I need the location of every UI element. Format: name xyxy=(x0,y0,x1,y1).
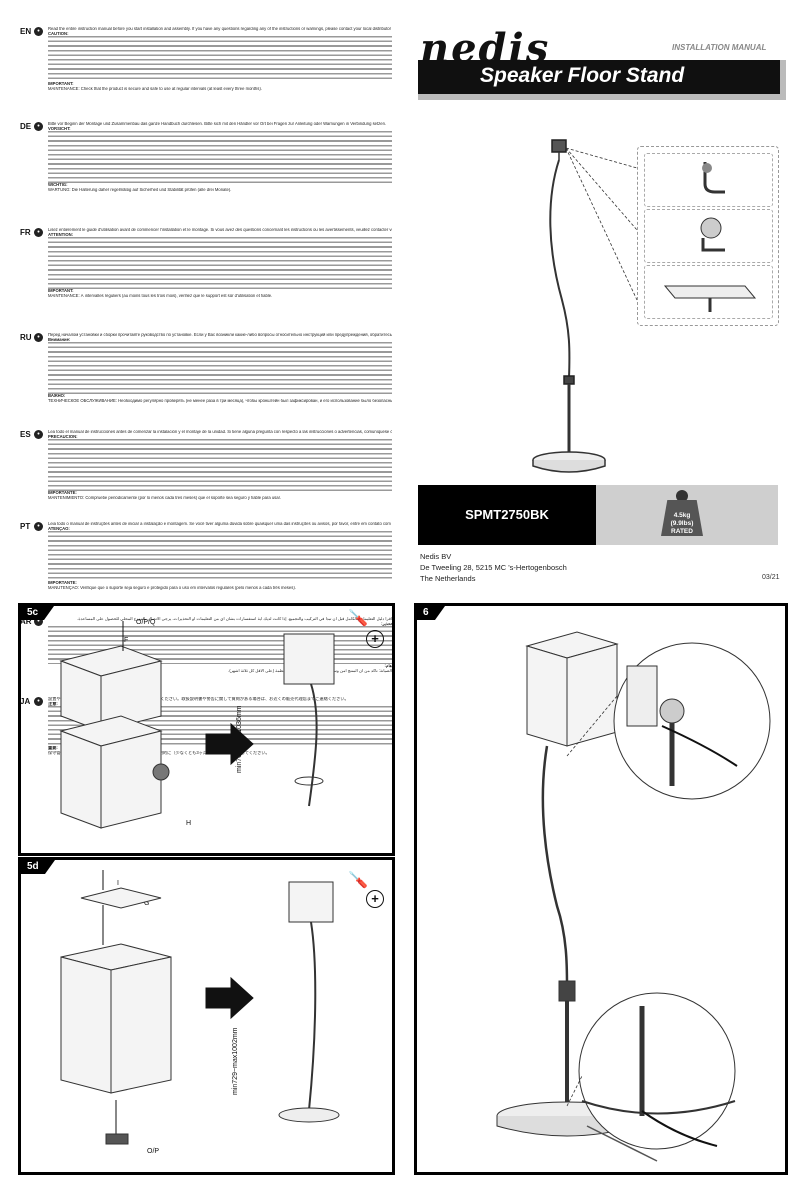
globe-icon: • xyxy=(34,333,43,342)
company-name: Nedis BV xyxy=(420,552,452,561)
detail-bracket-top xyxy=(644,153,773,207)
lang-lead: Lea todo el manual de instrucciones ante… xyxy=(48,430,392,434)
lang-caution: ATENÇÃO: xyxy=(48,526,70,531)
globe-icon: • xyxy=(34,430,43,439)
instruction-lines xyxy=(48,531,392,582)
lang-lead: 設置や組み立てを始める前に、すべての取扱説明書をお読みください。取扱説明書や警告… xyxy=(48,697,349,701)
step-label: 5d xyxy=(21,860,55,874)
product-illustration xyxy=(532,139,638,473)
lang-important: ВАЖНО: xyxy=(48,394,66,399)
globe-icon: • xyxy=(34,27,43,36)
lang-caution: 注意: xyxy=(48,701,58,706)
step-label: 6 xyxy=(417,606,444,620)
lang-caution: PRECAUCIÓN: xyxy=(48,434,78,439)
lang-important: هام: xyxy=(384,664,392,669)
part-label: F xyxy=(124,637,129,644)
detail-bracket-knob xyxy=(644,209,773,263)
lang-maintenance: MAINTENANCE: À intervalles réguliers (au… xyxy=(48,293,273,298)
lang-important: IMPORTANTE: xyxy=(48,491,77,496)
model-banner: SPMT2750BK 4.5kg (9.9lbs) RATED xyxy=(418,485,778,545)
lang-code: EN xyxy=(20,27,32,36)
lang-important: 重要: xyxy=(48,746,58,751)
lang-code: ES xyxy=(20,430,31,439)
globe-icon: • xyxy=(34,228,43,237)
plate-icon xyxy=(663,285,757,312)
detail-plate xyxy=(644,265,773,319)
lang-important: IMPORTANT: xyxy=(48,289,74,294)
lang-block-es: ES • Lea todo el manual de instrucciones… xyxy=(20,430,392,514)
street-address: De Tweeling 28, 5215 MC 's-Hertogenbosch xyxy=(420,563,567,572)
lang-code: DE xyxy=(20,122,32,131)
weight-kg: 4.5kg xyxy=(673,512,691,519)
part-label: O/P/Q xyxy=(136,619,156,626)
lang-block-en: EN • Read the entire instruction manual … xyxy=(20,27,392,105)
lang-important: IMPORTANTE: xyxy=(48,581,77,586)
step-5c-illustration xyxy=(59,621,335,829)
lang-important: IMPORTANT: xyxy=(48,82,74,87)
lang-lead: Leia todo o manual de instruções antes d… xyxy=(48,522,392,526)
step-5d-frame: 5d 🪛 + I G O/P min729~max1002mm xyxy=(18,857,395,1175)
lang-code: RU xyxy=(20,333,32,342)
step-6-frame: 6 xyxy=(414,603,788,1175)
model-number: SPMT2750BK xyxy=(465,507,549,522)
globe-icon: • xyxy=(34,122,43,131)
weight-label: RATED xyxy=(671,528,693,535)
lang-caution: ATTENTION: xyxy=(48,232,74,237)
lang-maintenance: MANTENIMIENTO: Compruebe periódicamente … xyxy=(48,495,281,500)
knob-icon xyxy=(700,217,725,252)
lang-block-pt: PT • Leia todo o manual de instruções an… xyxy=(20,522,392,604)
bracket-icon xyxy=(702,162,725,194)
part-label: I xyxy=(117,880,119,887)
print-date: 03/21 xyxy=(762,574,780,581)
step-5c-frame: 5c 🪛 + O/P/Q F H min763~max1036mm xyxy=(18,603,395,856)
lang-maintenance: WARTUNG: Die Halterung daher regelmäßig … xyxy=(48,187,232,192)
manufacturer-address: Nedis BV De Tweeling 28, 5215 MC 's-Hert… xyxy=(420,551,567,584)
lang-block-fr: FR • Lisez entièrement le guide d'utilis… xyxy=(20,228,392,312)
weight-lbs: (9.9lbs) xyxy=(670,520,694,527)
lang-lead: Bitte vor Beginn der Montage und Zusamme… xyxy=(48,122,387,126)
lang-caution: CAUTION: xyxy=(48,31,69,36)
lang-code: PT xyxy=(20,522,31,531)
lang-lead: Read the entire instruction manual befor… xyxy=(48,27,392,31)
detail-panel xyxy=(637,146,779,326)
step-label: 5c xyxy=(21,606,55,620)
lang-caution: تحذير: xyxy=(381,621,392,626)
screwdriver-icon: 🪛 xyxy=(348,872,368,889)
part-label: G xyxy=(144,900,150,907)
lang-lead: Перед началом установки и сборки прочита… xyxy=(48,333,392,337)
lang-block-de: DE • Bitte vor Beginn der Montage und Zu… xyxy=(20,122,392,206)
step-6-illustration xyxy=(496,631,771,1162)
lang-lead: اقرأ دليل التعليمات بالكامل قبل أن تبدأ … xyxy=(77,617,392,621)
instruction-lines xyxy=(48,131,392,184)
globe-icon: • xyxy=(34,697,43,706)
lang-code: FR xyxy=(20,228,31,237)
instruction-lines xyxy=(48,439,392,492)
lang-code: AR xyxy=(20,617,32,626)
lang-maintenance: ТЕХНИЧЕСКОЕ ОБСЛУЖИВАНИЕ: Необходимо рег… xyxy=(48,398,392,403)
globe-icon: • xyxy=(34,617,43,626)
screwdriver-icon: 🪛 xyxy=(348,610,368,627)
instruction-lines xyxy=(48,237,392,290)
title-banner: Speaker Floor Stand xyxy=(418,60,786,100)
country: The Netherlands xyxy=(420,574,476,583)
instruction-lines xyxy=(48,36,392,83)
weight-icon: 4.5kg (9.9lbs) RATED xyxy=(661,490,703,538)
lang-maintenance: MAINTENANCE: Check that the product is s… xyxy=(48,86,262,91)
lang-important: WICHTIG: xyxy=(48,183,68,188)
part-label: H xyxy=(186,820,192,827)
manual-type: INSTALLATION MANUAL xyxy=(672,43,767,52)
step-5d-illustration xyxy=(60,870,340,1145)
instruction-lines xyxy=(48,342,392,395)
lang-block-ru: RU • Перед началом установки и сборки пр… xyxy=(20,333,392,417)
lang-maintenance: MANUTENÇÃO: Verifique que o suporte seja… xyxy=(48,585,296,590)
page-title: Speaker Floor Stand xyxy=(480,64,685,87)
lang-code: JA xyxy=(20,697,31,706)
part-label: O/P xyxy=(147,1148,160,1155)
lang-caution: Внимание: xyxy=(48,337,71,342)
plus-circle-icon: + xyxy=(366,890,384,908)
plus-circle-icon: + xyxy=(366,630,384,648)
lang-lead: Lisez entièrement le guide d'utilisation… xyxy=(48,228,392,232)
globe-icon: • xyxy=(34,522,43,531)
lang-caution: VORSICHT: xyxy=(48,126,71,131)
